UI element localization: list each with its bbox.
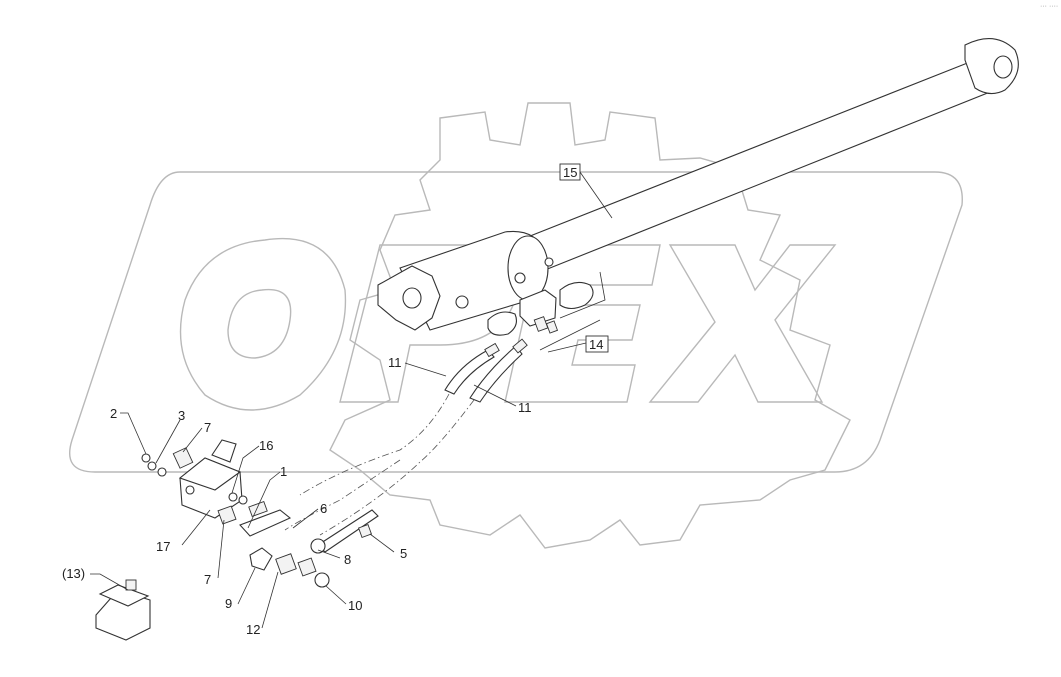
callout-8: 8 <box>344 552 351 567</box>
watermark-rounded-frame <box>68 171 963 473</box>
leader-line <box>90 573 129 591</box>
callout-7: 7 <box>204 572 211 587</box>
leader-lines <box>90 171 613 629</box>
fitting <box>545 320 559 334</box>
valve-block <box>519 289 557 327</box>
fitting <box>217 505 237 525</box>
leader-line <box>317 549 341 559</box>
callout-13: (13) <box>62 566 85 581</box>
fitting <box>275 553 297 575</box>
callouts: 15 14 11 11 2 3 7 16 1 6 17 5 8 7 (13) 9… <box>62 3 1058 637</box>
callout-11: 11 <box>388 355 402 370</box>
corner-mark: ··· ···· <box>1040 3 1058 10</box>
o-ring <box>228 492 238 502</box>
leader-line <box>261 571 279 629</box>
leader-line <box>473 384 517 407</box>
watermark-letter-o <box>179 237 347 411</box>
port-hole <box>185 485 195 495</box>
leader-line <box>181 509 211 546</box>
connection-line <box>299 393 450 496</box>
callout-1: 1 <box>280 464 287 479</box>
callout-16: 16 <box>259 438 273 453</box>
rod-eye-hole <box>993 55 1013 79</box>
watermark-letter-x <box>648 244 837 403</box>
cylinder-rod <box>519 59 1001 271</box>
fitting <box>248 500 268 518</box>
washer <box>147 461 157 471</box>
leader-line <box>182 427 203 453</box>
connection-line <box>319 399 475 536</box>
leader-line <box>237 567 256 605</box>
port-fitting <box>514 272 526 284</box>
fitting <box>358 524 372 538</box>
hydraulic-cylinder <box>377 38 1019 331</box>
o-ring <box>238 495 248 505</box>
leader-line <box>547 342 587 353</box>
connection-lines <box>284 393 475 536</box>
fitting <box>533 316 549 332</box>
callout-box-14 <box>585 335 609 353</box>
connection-line <box>284 459 401 531</box>
callout-12: 12 <box>246 622 260 637</box>
valve-block-assembly <box>487 271 606 351</box>
solenoid-block-top <box>98 584 150 607</box>
callout-3: 3 <box>178 408 185 423</box>
leader-line <box>247 471 281 529</box>
washer <box>141 453 151 463</box>
elbow-fitting <box>310 538 326 554</box>
hose-loop <box>559 281 594 310</box>
leader-line <box>325 585 347 605</box>
callout-2: 2 <box>110 406 117 421</box>
hose-fitting <box>484 342 500 358</box>
leader-line <box>369 533 395 553</box>
fitting <box>172 447 194 469</box>
port-fitting <box>544 257 554 267</box>
watermark-gear <box>329 102 851 549</box>
leader-line <box>217 519 225 579</box>
hose-loop <box>487 311 517 336</box>
hose-fitting <box>512 338 528 354</box>
callout-5: 5 <box>400 546 407 561</box>
callout-10: 10 <box>348 598 362 613</box>
port-fitting <box>455 295 469 309</box>
leader-line <box>120 412 147 455</box>
hoses <box>444 338 528 403</box>
washer <box>157 467 167 477</box>
callout-6: 6 <box>320 501 327 516</box>
fitting <box>297 557 317 577</box>
leader-line <box>292 508 319 529</box>
clevis-hole <box>402 287 422 309</box>
watermark-letter-e <box>504 244 661 403</box>
rod-eye <box>964 38 1019 95</box>
elbow-fitting <box>249 547 273 571</box>
callout-17: 17 <box>156 539 170 554</box>
valve-body-top <box>178 457 242 491</box>
callout-14: 14 <box>589 337 603 352</box>
cap-fitting <box>314 572 330 588</box>
leader-line <box>155 419 181 464</box>
callout-7: 7 <box>204 420 211 435</box>
leader-line <box>579 171 613 219</box>
callout-15: 15 <box>563 165 577 180</box>
callout-box-15 <box>559 163 581 181</box>
hose <box>469 345 523 403</box>
valve-stem <box>211 439 237 463</box>
solenoid-plug <box>125 579 137 591</box>
hose <box>444 349 495 395</box>
adapter <box>239 509 292 537</box>
barrel-end-cap <box>507 235 549 301</box>
assembly-bracket-lines <box>539 271 606 351</box>
leader-line <box>231 445 260 494</box>
callout-11: 11 <box>518 400 532 415</box>
callout-9: 9 <box>225 596 232 611</box>
lower-parts <box>95 439 379 641</box>
leader-line <box>404 362 447 377</box>
